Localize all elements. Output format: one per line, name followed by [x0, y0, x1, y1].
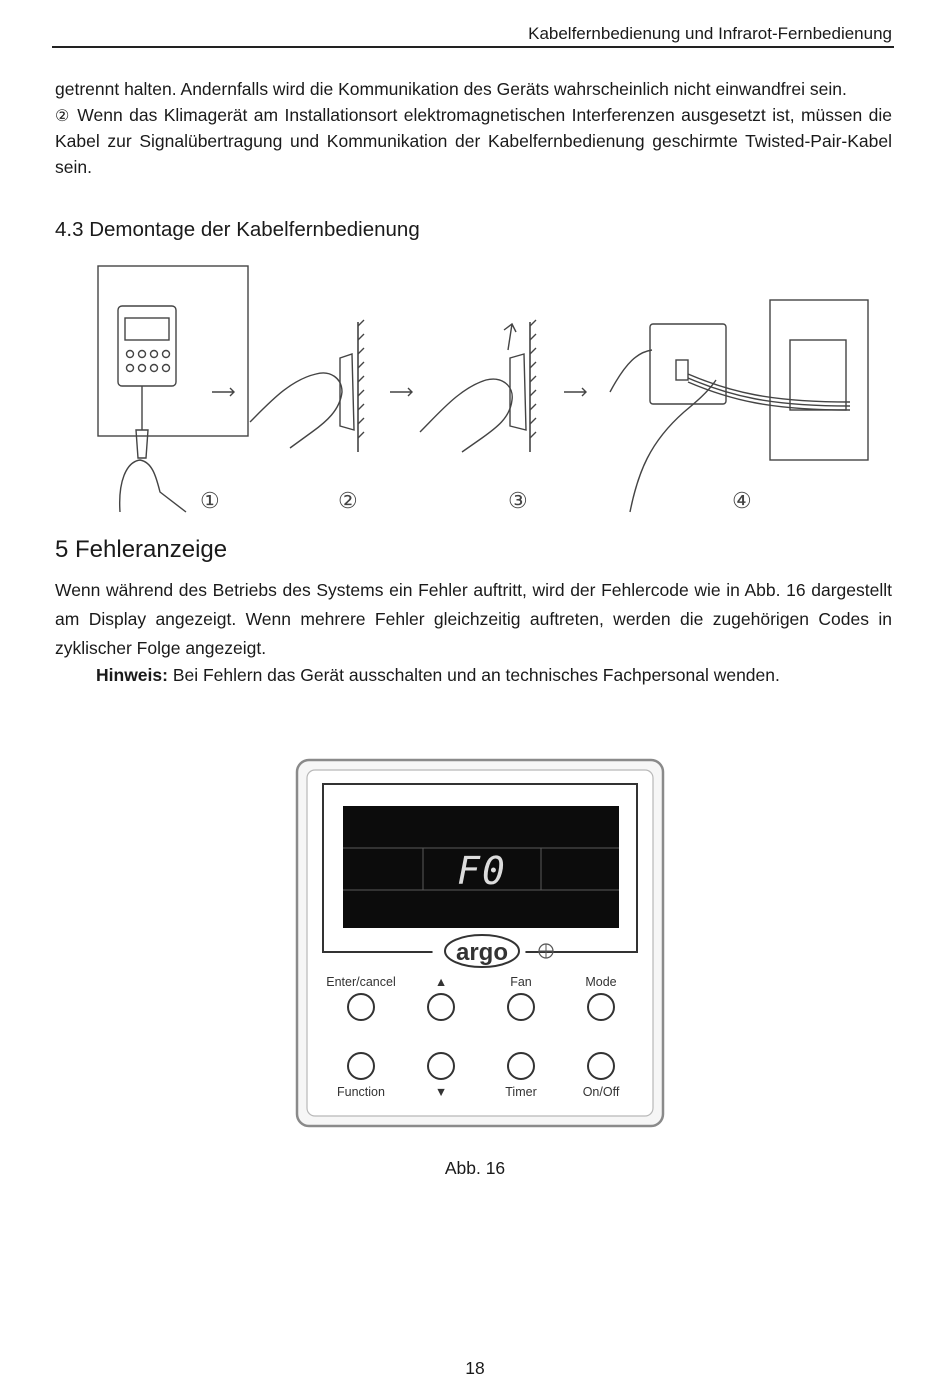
connector — [675, 359, 689, 381]
ir-sensor-cross — [539, 944, 553, 958]
page-number: 18 — [465, 1358, 485, 1378]
hand-icon — [249, 372, 343, 449]
function-button[interactable] — [347, 1052, 375, 1080]
arrow-icon — [390, 387, 413, 397]
wall-hatch — [357, 319, 365, 439]
figure-caption: Abb. 16 — [444, 1158, 506, 1178]
cable — [687, 373, 851, 411]
arrow-up-icon — [503, 322, 517, 351]
fan-button[interactable] — [507, 993, 535, 1021]
step-number-2: ② — [338, 488, 358, 513]
remote-control-figure: F0 argo Enter/cancel ▲ Fan Mode Function… — [295, 758, 665, 1128]
note: Hinweis: Bei Fehlern das Gerät ausschalt… — [96, 665, 780, 686]
label-function: Function — [337, 1085, 385, 1099]
hand-icon — [118, 459, 187, 513]
down-button[interactable] — [427, 1052, 455, 1080]
hand-icon — [609, 349, 717, 513]
hand-icon — [419, 378, 513, 453]
step-number-4: ④ — [732, 488, 752, 513]
enter-cancel-button[interactable] — [347, 993, 375, 1021]
arrow-icon — [212, 387, 235, 397]
label-up: ▲ — [435, 975, 447, 989]
label-timer: Timer — [505, 1085, 536, 1099]
label-down: ▼ — [435, 1085, 447, 1099]
section-title-4-3: 4.3 Demontage der Kabelfernbedienung — [55, 218, 420, 241]
arrow-icon — [564, 387, 587, 397]
removal-illustration: ① ② ③ ④ — [97, 265, 869, 513]
label-on-off: On/Off — [583, 1085, 620, 1099]
step-number-3: ③ — [508, 488, 528, 513]
screwdriver-handle — [135, 429, 149, 459]
label-enter-cancel: Enter/cancel — [326, 975, 395, 989]
paragraph-top: getrennt halten. Andernfalls wird die Ko… — [55, 77, 892, 180]
label-mode: Mode — [585, 975, 616, 989]
remote-screen — [124, 317, 170, 341]
error-code: F0 — [457, 849, 507, 893]
remote-side — [339, 353, 355, 431]
section-title-5: 5 Fehleranzeige — [55, 536, 228, 563]
list-marker: ② — [55, 107, 71, 125]
remote-front — [117, 305, 177, 387]
wall-hatch — [529, 319, 537, 439]
step-number-1: ① — [200, 488, 220, 513]
remote-back — [649, 323, 727, 405]
note-text: Bei Fehlern das Gerät ausschalten und an… — [167, 665, 780, 685]
remote-keys — [125, 349, 171, 373]
lcd-screen — [343, 806, 619, 928]
header-title: Kabelfernbedienung und Infrarot-Fernbedi… — [528, 24, 892, 43]
lcd-grid — [343, 847, 619, 891]
remote-side — [509, 353, 527, 431]
wall-panel — [97, 265, 249, 437]
logo-badge — [444, 934, 520, 968]
note-label: Hinweis: — [96, 665, 168, 685]
mode-button[interactable] — [587, 993, 615, 1021]
wall-panel — [769, 299, 869, 461]
up-button[interactable] — [427, 993, 455, 1021]
page-header: Kabelfernbedienung und Infrarot-Fernbedi… — [52, 22, 894, 48]
mounting-plate — [789, 339, 847, 411]
label-fan: Fan — [510, 975, 532, 989]
paragraph-item-text: Wenn das Klimagerät am Installationsort … — [55, 104, 892, 177]
argo-logo: argo — [456, 939, 508, 966]
section-5-body: Wenn während des Betriebs des Systems ei… — [55, 580, 892, 658]
on-off-button[interactable] — [587, 1052, 615, 1080]
paragraph-line: getrennt halten. Andernfalls wird die Ko… — [55, 79, 847, 99]
timer-button[interactable] — [507, 1052, 535, 1080]
